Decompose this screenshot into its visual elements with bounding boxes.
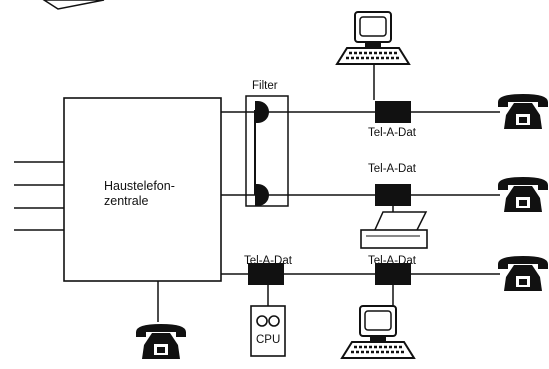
telephone-icon: [498, 177, 548, 212]
telephone-icon: [498, 94, 548, 129]
computer-terminal-icon: [340, 304, 416, 360]
cpu-label: CPU: [256, 334, 280, 346]
telephone-icon: [136, 324, 186, 359]
pbx-label-line1: Haustelefon-: [104, 179, 175, 193]
pbx-box: [63, 97, 222, 282]
tel-a-dat-adapter-3: [248, 263, 284, 285]
tel-a-dat-label-2: Tel-A-Dat: [368, 163, 417, 175]
filter-element-top: [255, 101, 269, 123]
pbx-label-line2: zentrale: [104, 194, 149, 208]
computer-terminal-icon: [335, 10, 411, 66]
filter-element-bottom: [255, 184, 269, 206]
filter-label: Filter: [252, 80, 278, 92]
tel-a-dat-adapter-2: [375, 184, 411, 206]
cpu-unit-icon: [250, 305, 286, 357]
tel-a-dat-label-1: Tel-A-Dat: [368, 127, 417, 139]
corner-fragment: [42, 0, 105, 10]
trunk-lines: [14, 161, 64, 231]
telephone-icon: [498, 256, 548, 291]
tel-a-dat-adapter-4: [375, 263, 411, 285]
tel-a-dat-adapter-1: [375, 101, 411, 123]
printer-icon: [360, 211, 428, 249]
